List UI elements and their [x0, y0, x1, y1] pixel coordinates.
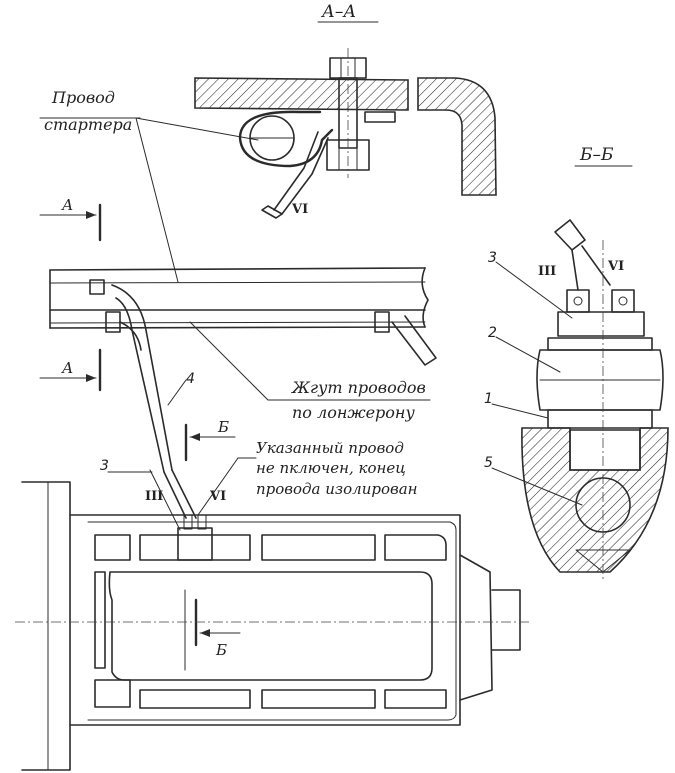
reverse-switch-main: 3 III VI: [100, 458, 226, 561]
harness-text-2: по лонжерону: [292, 403, 415, 422]
cut-b-top-label: Б: [217, 418, 229, 436]
note-text-3: провода изолирован: [256, 480, 418, 498]
note-text-1: Указанный провод: [256, 439, 404, 457]
starter-wire-text-1: Провод: [51, 88, 115, 107]
cut-a-bottom-label: А: [61, 359, 73, 377]
terminal-iii-bb-label: III: [538, 264, 556, 279]
harness-label: Жгут проводов по лонжерону: [189, 321, 431, 422]
cut-line-b: Б Б: [184, 418, 241, 659]
terminal-vi-main-label: VI: [209, 489, 226, 504]
note-label: Указанный провод не пключен, конец прово…: [197, 439, 418, 516]
terminal-vi-bb-label: VI: [607, 259, 624, 274]
wire-clamp: [238, 110, 396, 168]
switch-3-number-main: 3: [100, 458, 109, 474]
cut-b-bottom-label: Б: [215, 641, 227, 659]
note-text-2: не пключен, конец: [256, 459, 406, 477]
terminal-vi-top-label: VI: [291, 202, 308, 217]
side-member-section: [417, 77, 497, 196]
starter-wire-label: Провод стартера: [39, 88, 259, 283]
section-aa-title: А–А: [321, 2, 356, 22]
gearbox-housing: [15, 481, 530, 771]
cut-a-top-label: А: [61, 196, 73, 214]
bolt-assembly: [326, 48, 370, 178]
section-bb: Б–Б III VI 3 2 1 5: [484, 145, 669, 580]
part-2-number: 2: [488, 325, 497, 341]
section-aa: А–А VI: [194, 2, 497, 219]
wire-4: 4: [111, 284, 197, 519]
part-5-number: 5: [484, 455, 493, 471]
frame-side-member: [49, 267, 437, 366]
wire-4-number: 4: [186, 371, 195, 387]
cut-line-a: А А: [39, 196, 102, 392]
starter-wire-text-2: стартера: [44, 115, 132, 134]
terminal-iii-main-label: III: [145, 489, 163, 504]
part-1-number: 1: [484, 391, 493, 407]
section-bb-title: Б–Б: [579, 145, 614, 165]
part-3-number: 3: [488, 250, 497, 266]
frame-flange-section: [194, 77, 409, 111]
harness-text-1: Жгут проводов: [291, 378, 426, 397]
